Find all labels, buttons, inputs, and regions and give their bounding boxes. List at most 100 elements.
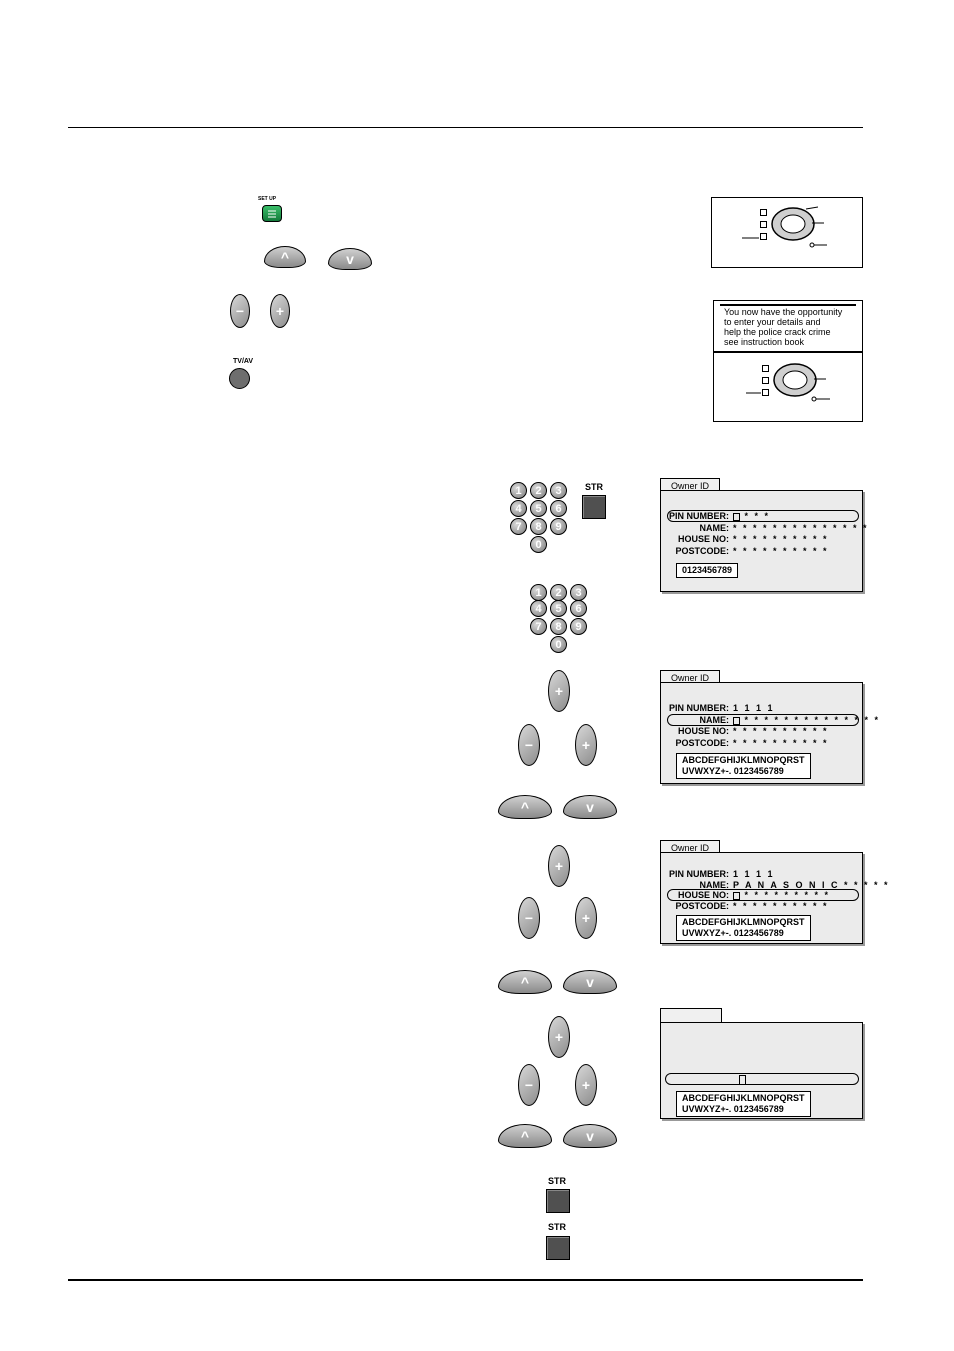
plus-button[interactable]: + (548, 845, 570, 887)
divider (720, 304, 856, 306)
footer-rule (68, 1279, 863, 1281)
up-button[interactable]: ^ (498, 970, 552, 994)
pin-value[interactable]: * * * (744, 511, 771, 521)
cursor (739, 1075, 746, 1085)
selected-row-highlight (667, 889, 859, 901)
postcode-value[interactable]: * * * * * * * * * * (733, 901, 829, 911)
plus-button[interactable]: + (575, 897, 597, 939)
minus-button[interactable]: − (518, 1064, 540, 1106)
tv-front-diagram-2: You now have the opportunity to enter yo… (713, 300, 863, 422)
numkey-0[interactable]: 0 (530, 536, 547, 553)
up-button[interactable]: ^ (498, 795, 552, 819)
numkey-4[interactable]: 4 (530, 600, 547, 617)
minus-icon: − (524, 910, 534, 926)
numkey-3[interactable]: 3 (570, 584, 587, 601)
entry-panel: ABCDEFGHIJKLMNOPQRST UVWXYZ+-. 012345678… (660, 1022, 863, 1119)
house-value[interactable]: * * * * * * * * * * (733, 534, 829, 544)
house-label: HOUSE NO: (677, 890, 729, 900)
plus-icon: + (554, 1029, 564, 1045)
setup-button[interactable] (262, 205, 282, 222)
str-button[interactable] (546, 1189, 570, 1213)
minus-button[interactable]: − (230, 294, 250, 328)
character-palette: 0123456789 (676, 563, 739, 578)
up-arrow-icon: ^ (520, 1128, 530, 1144)
control-dial-icon (771, 206, 818, 241)
str-button[interactable] (582, 495, 606, 519)
plus-button[interactable]: + (548, 670, 570, 712)
minus-button[interactable]: − (518, 724, 540, 766)
tv-front-diagram-1 (711, 197, 863, 268)
plus-button[interactable]: + (548, 1016, 570, 1058)
numkey-4[interactable]: 4 (510, 500, 527, 517)
numkey-8[interactable]: 8 (530, 518, 547, 535)
numkey-9[interactable]: 9 (550, 518, 567, 535)
numkey-2[interactable]: 2 (530, 482, 547, 499)
plus-button[interactable]: + (575, 724, 597, 766)
control-dial-icon (773, 363, 817, 397)
numkey-7[interactable]: 7 (530, 618, 547, 635)
entry-field-highlight[interactable] (665, 1073, 859, 1085)
numkey-5[interactable]: 5 (530, 500, 547, 517)
down-button[interactable]: v (328, 248, 372, 270)
tvav-button[interactable] (229, 368, 250, 389)
numkey-7[interactable]: 7 (510, 518, 527, 535)
name-label: NAME: (699, 880, 730, 890)
postcode-value[interactable]: * * * * * * * * * * (733, 546, 829, 556)
plus-icon: + (581, 1077, 591, 1093)
cursor (733, 716, 740, 725)
owner-id-panel: PIN NUMBER: * * * NAME:* * * * * * * * *… (660, 490, 867, 592)
numkey-6[interactable]: 6 (550, 500, 567, 517)
str-label: STR (548, 1222, 566, 1232)
numkey-2[interactable]: 2 (550, 584, 567, 601)
callout-lines-icon (746, 378, 830, 402)
numkey-1[interactable]: 1 (510, 482, 527, 499)
postcode-label: POSTCODE: (675, 901, 729, 911)
name-value[interactable]: * * * * * * * * * * * * * * (744, 715, 881, 725)
numkey-8[interactable]: 8 (550, 618, 567, 635)
character-palette: ABCDEFGHIJKLMNOPQRST UVWXYZ+-. 012345678… (676, 915, 811, 941)
name-value[interactable]: P A N A S O N I C * * * * * (733, 880, 890, 890)
name-value[interactable]: * * * * * * * * * * * * * * (733, 523, 869, 533)
selected-row-highlight (667, 714, 859, 726)
minus-button[interactable]: − (518, 897, 540, 939)
owner-id-panel: PIN NUMBER: 1 1 1 1 NAME:P A N A S O N I … (660, 852, 888, 944)
cursor (733, 891, 740, 900)
indicator-icon (760, 209, 767, 216)
pin-label: PIN NUMBER: (669, 869, 729, 879)
str-button[interactable] (546, 1236, 570, 1260)
house-value[interactable]: * * * * * * * * * * (733, 726, 829, 736)
name-label: NAME: (699, 715, 730, 725)
numkey-1[interactable]: 1 (530, 584, 547, 601)
down-button[interactable]: v (563, 970, 617, 994)
pin-label: PIN NUMBER: (669, 511, 729, 521)
character-palette: ABCDEFGHIJKLMNOPQRST UVWXYZ+-. 012345678… (676, 1091, 811, 1117)
numkey-6[interactable]: 6 (570, 600, 587, 617)
pin-value[interactable]: 1 1 1 1 (733, 869, 775, 879)
pin-value[interactable]: 1 1 1 1 (733, 703, 775, 713)
indicator-icon (762, 365, 769, 372)
up-button[interactable]: ^ (498, 1124, 552, 1148)
owner-id-panel: PIN NUMBER: 1 1 1 1 NAME: * * * * * * * *… (660, 682, 878, 784)
down-arrow-icon: v (346, 251, 354, 267)
numkey-5[interactable]: 5 (550, 600, 567, 617)
str-label: STR (548, 1176, 566, 1186)
cursor (733, 512, 740, 521)
house-value[interactable]: * * * * * * * * * (744, 890, 831, 900)
plus-button[interactable]: + (575, 1064, 597, 1106)
numkey-0[interactable]: 0 (550, 636, 567, 653)
down-button[interactable]: v (563, 795, 617, 819)
up-button[interactable]: ^ (264, 246, 306, 268)
owner-id-message: You now have the opportunity to enter yo… (724, 307, 843, 347)
menu-icon (268, 210, 276, 218)
pin-label: PIN NUMBER: (669, 703, 729, 713)
indicator-icon (762, 377, 769, 384)
setup-label: SET UP (258, 196, 277, 202)
down-arrow-icon: v (586, 974, 594, 990)
down-button[interactable]: v (563, 1124, 617, 1148)
numkey-3[interactable]: 3 (550, 482, 567, 499)
minus-icon: − (524, 737, 534, 753)
up-arrow-icon: ^ (520, 799, 530, 815)
plus-button[interactable]: + (270, 294, 290, 328)
numkey-9[interactable]: 9 (570, 618, 587, 635)
postcode-value[interactable]: * * * * * * * * * * (733, 738, 829, 748)
